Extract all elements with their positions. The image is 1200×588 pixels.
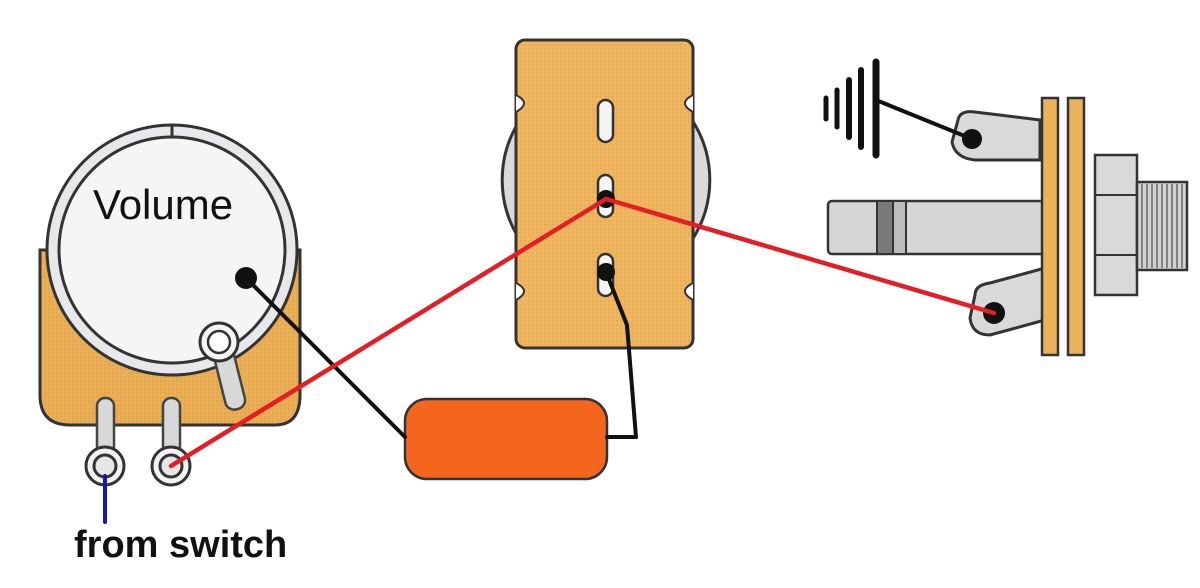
jack-washer-2 xyxy=(1066,96,1086,357)
wires xyxy=(103,98,997,524)
jack-washer-1 xyxy=(1040,96,1060,357)
volume-pot: Volume xyxy=(38,123,302,487)
input-label: from switch xyxy=(74,524,287,566)
pot-face xyxy=(57,135,287,365)
capacitor xyxy=(403,397,609,481)
toggle-switch xyxy=(500,38,712,350)
jack-nut xyxy=(1093,153,1139,297)
output-jack xyxy=(826,96,1189,357)
pot-label: Volume xyxy=(93,181,233,228)
switch-slot-top xyxy=(596,98,615,144)
wire-ground-to-jack xyxy=(874,98,974,141)
wire-capacitor-to-switch xyxy=(604,270,638,439)
wire-switch-to-jack xyxy=(603,196,997,316)
jack-hot-lug xyxy=(968,266,1047,337)
wire-pot-to-switch xyxy=(168,196,609,469)
ground-symbol-icon xyxy=(823,58,880,159)
wire-pot-to-capacitor xyxy=(244,276,407,439)
jack-plug-icon xyxy=(826,199,1050,256)
